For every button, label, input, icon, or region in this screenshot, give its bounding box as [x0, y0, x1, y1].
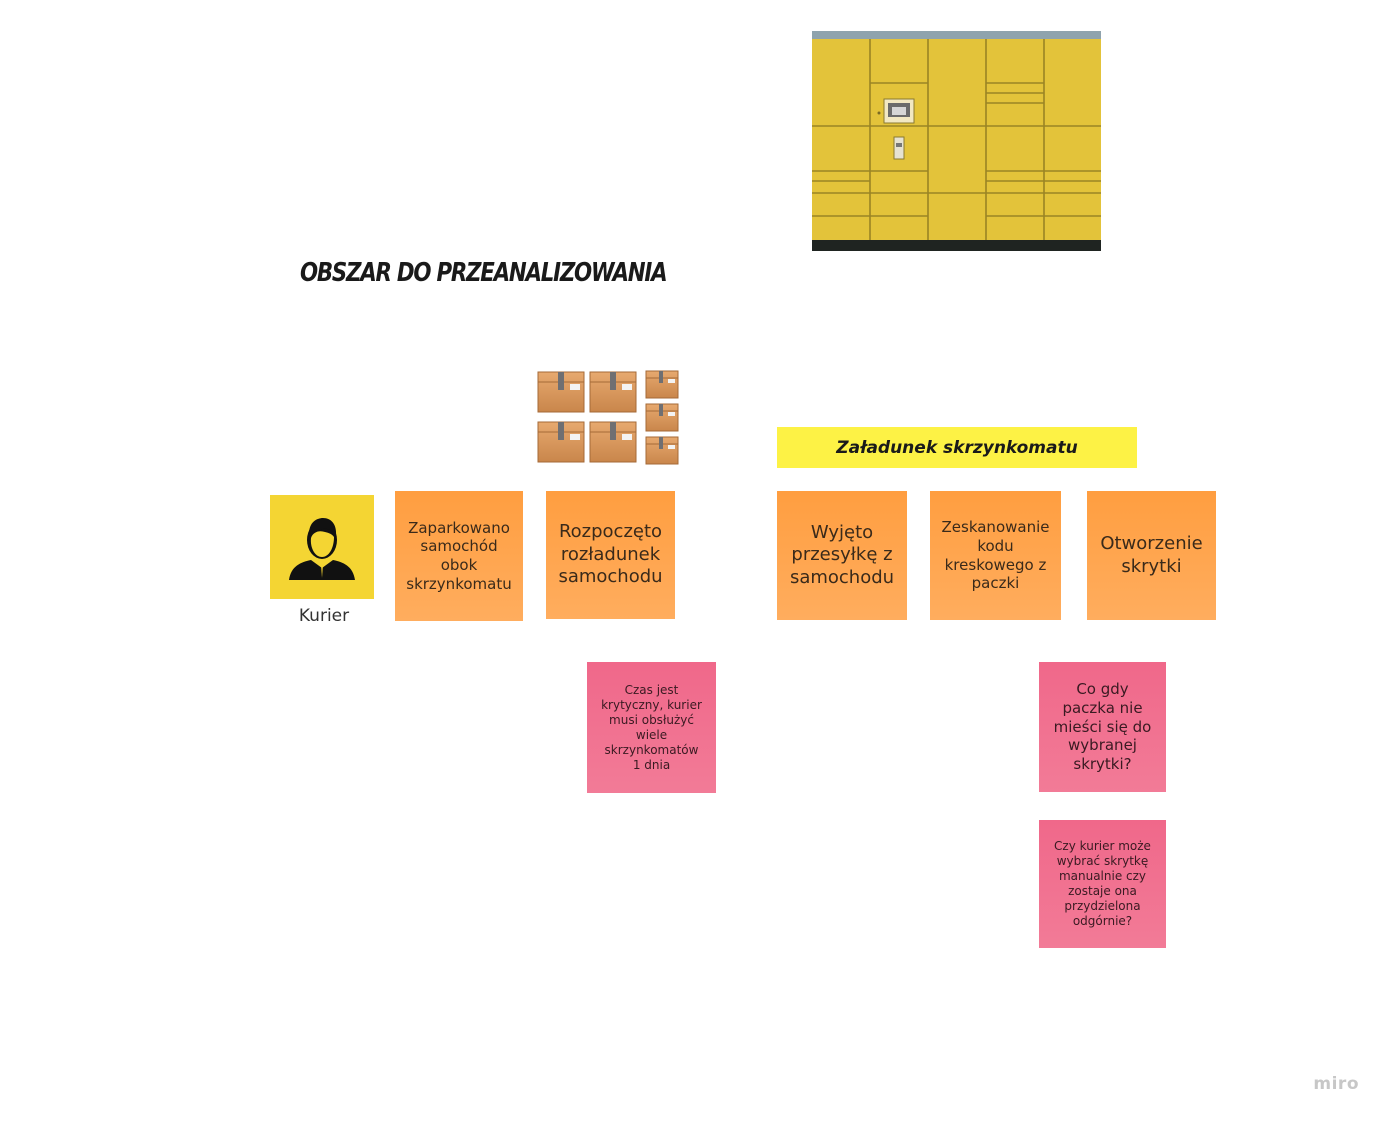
person-icon: [289, 518, 355, 580]
question-text: Co gdy paczka nie mieści się do wybranej…: [1053, 680, 1152, 774]
parcel-boxes-image: [537, 370, 679, 465]
question-sticky-time-critical[interactable]: Czas jest krytyczny, kurier musi obsłuży…: [587, 662, 716, 793]
actor-sticky[interactable]: [270, 495, 374, 599]
actor-label: Kurier: [298, 606, 350, 626]
event-sticky-barcode-scanned[interactable]: Zeskanowanie kodu kreskowego z paczki: [930, 491, 1061, 620]
event-text: Zeskanowanie kodu kreskowego z paczki: [941, 518, 1050, 593]
question-sticky-manual-selection[interactable]: Czy kurier może wybrać skrytkę manualnie…: [1039, 820, 1166, 948]
event-text: Otworzenie skrytki: [1100, 533, 1203, 577]
event-text: Wyjęto przesyłkę z samochodu: [789, 521, 895, 588]
event-sticky-unloading-started[interactable]: Rozpoczęto rozładunek samochodu: [546, 491, 675, 619]
parcel-locker-image: [812, 31, 1101, 251]
event-sticky-parcel-taken[interactable]: Wyjęto przesyłkę z samochodu: [777, 491, 907, 620]
event-sticky-parked[interactable]: Zaparkowano samochód obok skrzynkomatu: [395, 491, 523, 621]
miro-watermark: miro: [1313, 1074, 1359, 1094]
event-sticky-compartment-opened[interactable]: Otworzenie skrytki: [1087, 491, 1216, 620]
event-text: Rozpoczęto rozładunek samochodu: [558, 521, 663, 588]
question-text: Czy kurier może wybrać skrytkę manualnie…: [1054, 839, 1151, 928]
question-sticky-parcel-not-fitting[interactable]: Co gdy paczka nie mieści się do wybranej…: [1039, 662, 1166, 792]
swimlane-label[interactable]: Załadunek skrzynkomatu: [777, 427, 1137, 468]
question-text: Czas jest krytyczny, kurier musi obsłuży…: [601, 682, 702, 772]
board-title: Obszar do przeanalizowania: [300, 258, 668, 288]
event-text: Zaparkowano samochód obok skrzynkomatu: [406, 518, 512, 593]
